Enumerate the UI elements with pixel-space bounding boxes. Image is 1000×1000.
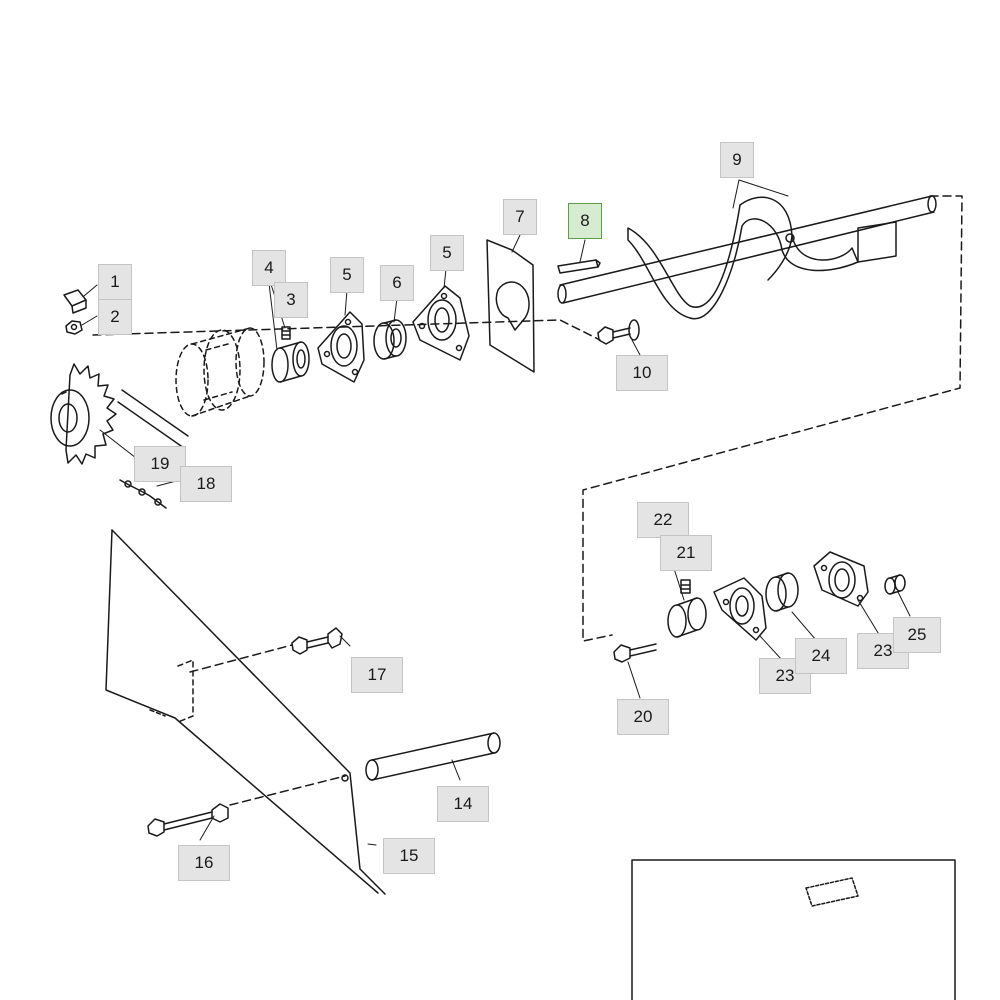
callout-2[interactable]: 2 [98, 299, 132, 335]
part-9-auger [557, 195, 937, 320]
callout-5a[interactable]: 5 [330, 257, 364, 293]
part-24-bearing [765, 572, 799, 612]
callout-1[interactable]: 1 [98, 264, 132, 300]
callout-3[interactable]: 3 [274, 282, 308, 318]
callout-10[interactable]: 10 [616, 355, 668, 391]
callout-5b[interactable]: 5 [430, 235, 464, 271]
part-20-bolt [613, 643, 657, 663]
callout-14[interactable]: 14 [437, 786, 489, 822]
part-25-bushing [884, 574, 906, 595]
idler-assembly-dashed [175, 327, 265, 417]
assembly-line-upper [92, 319, 601, 341]
callout-8[interactable]: 8 [568, 203, 602, 239]
part-2-nut [65, 320, 83, 335]
part-6-bearing [373, 319, 407, 360]
part-8-key [557, 259, 601, 274]
callout-19[interactable]: 19 [134, 446, 186, 482]
callout-21[interactable]: 21 [660, 535, 712, 571]
panel-link-lower [229, 775, 346, 806]
callout-6[interactable]: 6 [380, 265, 414, 301]
part-15-panel [105, 529, 386, 895]
part-23a-flange [713, 577, 767, 641]
callout-20[interactable]: 20 [617, 699, 669, 735]
callout-4[interactable]: 4 [252, 250, 286, 286]
part-23b-flange [813, 551, 869, 607]
part-5a-flange [317, 311, 365, 383]
part-4-collar [271, 341, 310, 383]
part-18-chain [117, 389, 189, 509]
panel-link-upper [189, 644, 293, 673]
part-21-set-screw [680, 579, 691, 594]
part-14-spacer [365, 732, 501, 781]
callout-22[interactable]: 22 [637, 502, 689, 538]
auger-frame-dashed [582, 195, 963, 642]
callout-17[interactable]: 17 [351, 657, 403, 693]
part-3-set-screw [281, 326, 291, 340]
part-22-collar [667, 597, 707, 638]
part-7-plate [486, 239, 535, 373]
callout-9[interactable]: 9 [720, 142, 754, 178]
part-17-bolt [291, 627, 343, 655]
callout-24[interactable]: 24 [795, 638, 847, 674]
callout-15[interactable]: 15 [383, 838, 435, 874]
callout-25[interactable]: 25 [893, 617, 941, 653]
part-19-sprocket [50, 363, 117, 465]
part-1-bolt [63, 289, 87, 314]
callout-7[interactable]: 7 [503, 199, 537, 235]
part-10-bolt [597, 319, 640, 345]
callout-16[interactable]: 16 [178, 845, 230, 881]
inset-frame [631, 859, 956, 1000]
part-16-bolt [147, 803, 229, 837]
part-5b-flange [412, 285, 470, 361]
callout-18[interactable]: 18 [180, 466, 232, 502]
